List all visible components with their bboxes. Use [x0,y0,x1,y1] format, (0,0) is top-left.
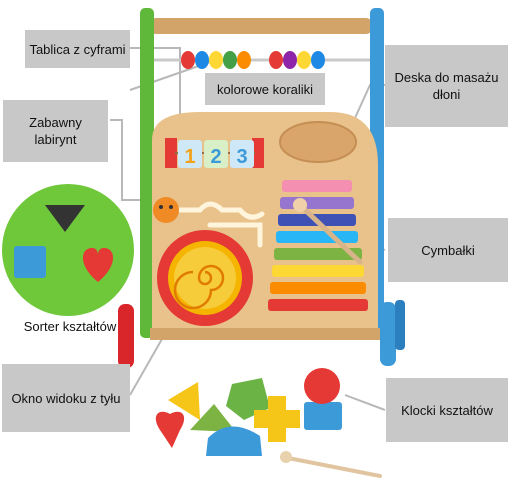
massage-board [279,121,357,163]
label-maze: Zabawny labirynt [3,100,108,162]
sorter-heart [82,248,114,282]
base-bar [150,328,382,340]
label-colored-beads: kolorowe koraliki [205,73,325,105]
label-massage-board: Deska do masażu dłoni [385,45,508,127]
loose-mallet [286,456,382,478]
bear-slider [153,197,179,223]
handle-bar [150,18,372,34]
shape-blocks [155,368,342,456]
number-tile-3 [230,140,254,168]
number-tile-2 [204,140,228,168]
sorter-square [14,246,46,278]
tile-number-2: 2 [210,146,221,168]
xylophone-mallet [297,202,363,265]
wheel-front-left [118,304,134,368]
sorter-triangle-hole [45,205,85,232]
label-xylophone: Cymbałki [388,218,508,282]
xylophone [268,180,368,311]
label-back-window: Okno widoku z tyłu [2,364,130,432]
maze-track [169,201,265,248]
shape-sorter [2,184,134,316]
number-tile-1 [178,140,202,168]
label-shape-sorter: Sorter kształtów [23,319,117,334]
tile-number-1: 1 [184,146,195,168]
wheel-front-right [380,302,396,366]
label-number-board: Tablica z cyframi [25,30,130,68]
label-shape-blocks: Klocki kształtów [386,378,508,442]
bead-row [181,51,325,69]
spiral [173,264,225,310]
tile-number-3: 3 [236,146,247,168]
left-frame [140,8,154,338]
